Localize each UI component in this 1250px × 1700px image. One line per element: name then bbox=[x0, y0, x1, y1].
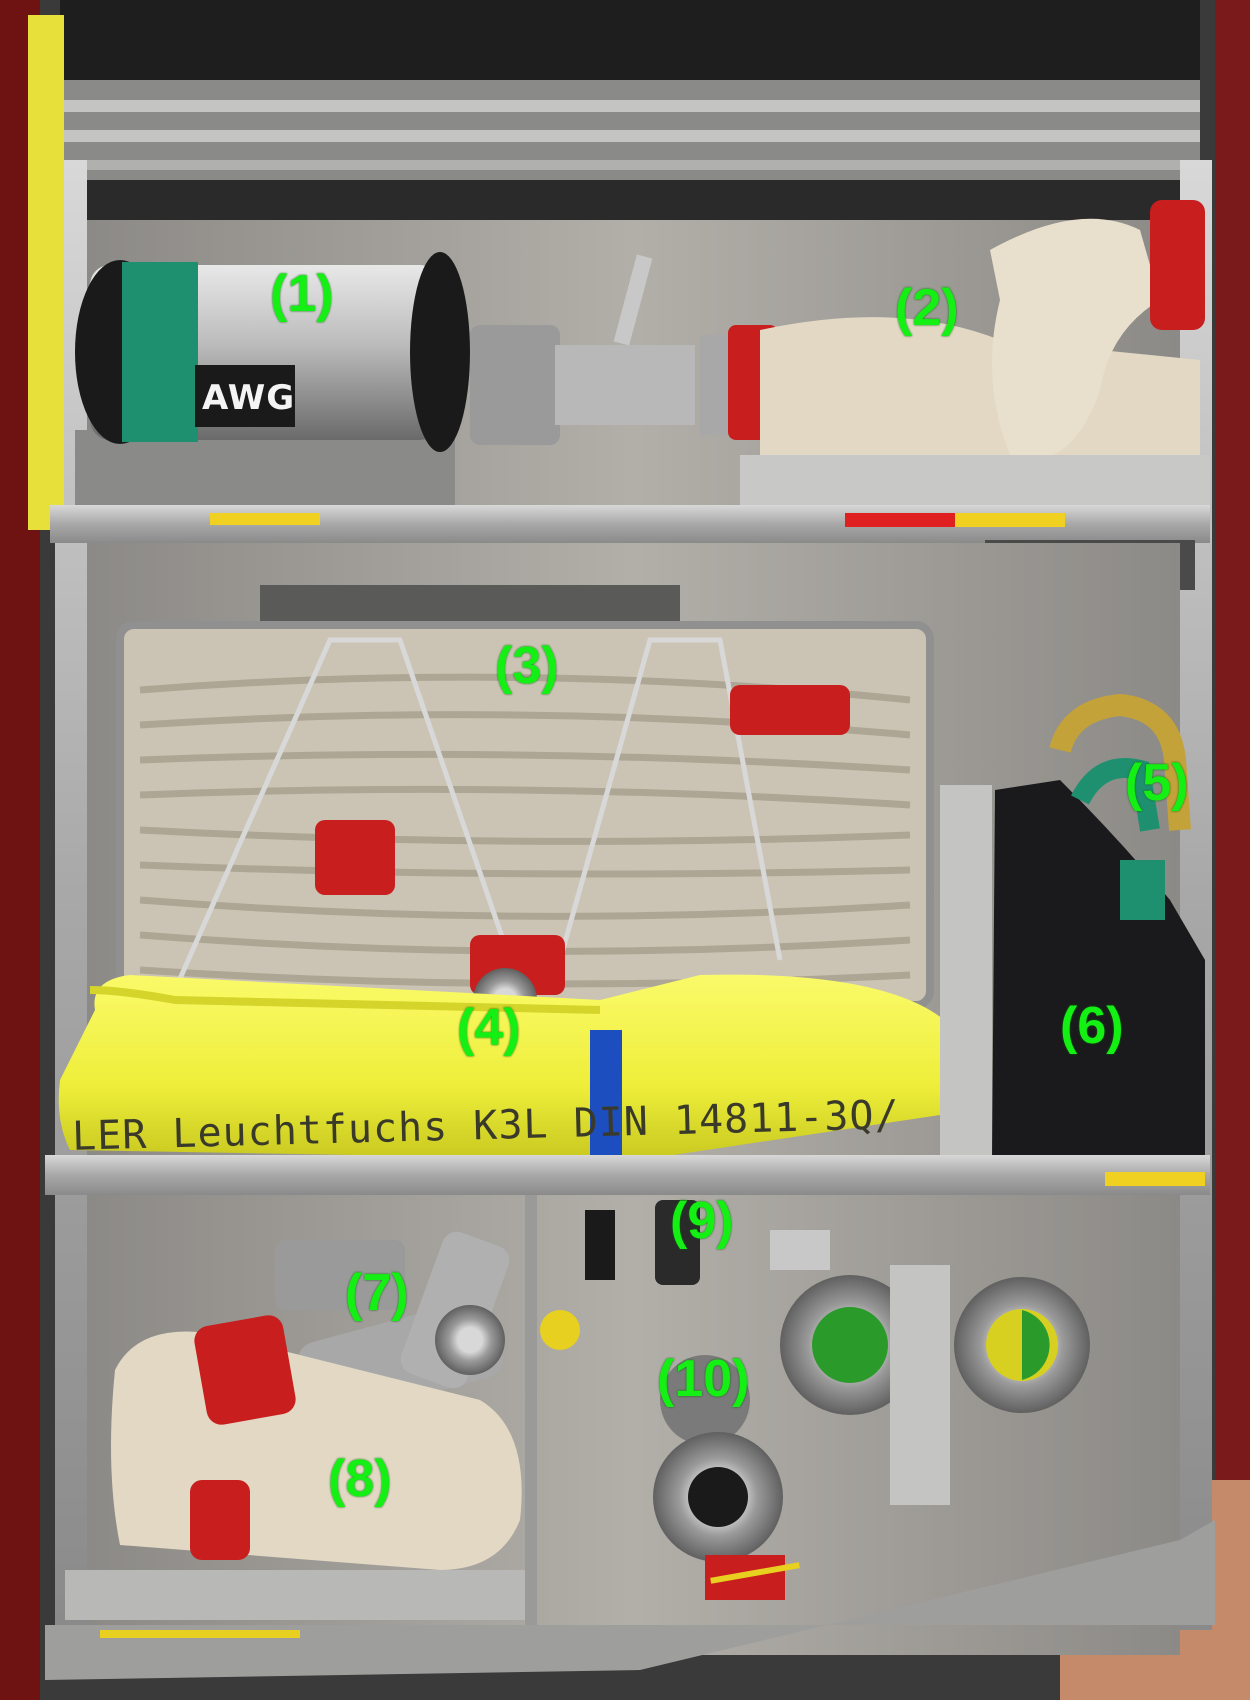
basket-coupling-top bbox=[730, 685, 850, 735]
corrugated-hoses bbox=[1049, 693, 1191, 920]
red-coupling-top-right bbox=[1150, 200, 1205, 330]
blue-strap bbox=[590, 1030, 622, 1155]
bottom-tray bbox=[45, 1520, 1215, 1680]
awg-logo-plate bbox=[195, 365, 295, 427]
divider-panel bbox=[940, 785, 992, 1155]
right-door-edge bbox=[1215, 0, 1250, 1700]
label-item-2: (2) bbox=[895, 279, 959, 337]
valve-fittings bbox=[540, 1200, 830, 1350]
yellow-strap bbox=[28, 15, 64, 530]
black-bag bbox=[992, 780, 1205, 1160]
label-item-8: (8) bbox=[328, 1450, 392, 1508]
awg-cylinder-device bbox=[75, 252, 778, 505]
storz-couplings bbox=[653, 1265, 1090, 1600]
top-mechanism bbox=[60, 0, 1200, 90]
rolled-hose-coupling-bottom bbox=[190, 1480, 250, 1560]
label-item-4: (4) bbox=[457, 999, 521, 1057]
yellow-pressure-hose bbox=[58, 974, 960, 1160]
beige-suction-hose bbox=[760, 200, 1205, 460]
green-strap bbox=[122, 262, 198, 442]
awg-logo: AWG bbox=[202, 378, 296, 418]
rolled-beige-hose bbox=[111, 1315, 522, 1570]
label-item-1: (1) bbox=[270, 265, 334, 323]
label-item-10: (10) bbox=[657, 1350, 750, 1408]
hose-basket bbox=[116, 621, 934, 1032]
middle-shelf-plate bbox=[45, 1155, 1210, 1195]
rolled-hose-coupling-top bbox=[194, 1315, 296, 1425]
label-item-9: (9) bbox=[670, 1192, 734, 1250]
dividing-breeching bbox=[275, 1231, 510, 1421]
label-item-7: (7) bbox=[345, 1264, 409, 1322]
label-item-3: (3) bbox=[495, 637, 559, 695]
label-item-6: (6) bbox=[1060, 997, 1124, 1055]
label-item-5: (5) bbox=[1125, 754, 1189, 812]
basket-coupling-left bbox=[315, 820, 395, 895]
